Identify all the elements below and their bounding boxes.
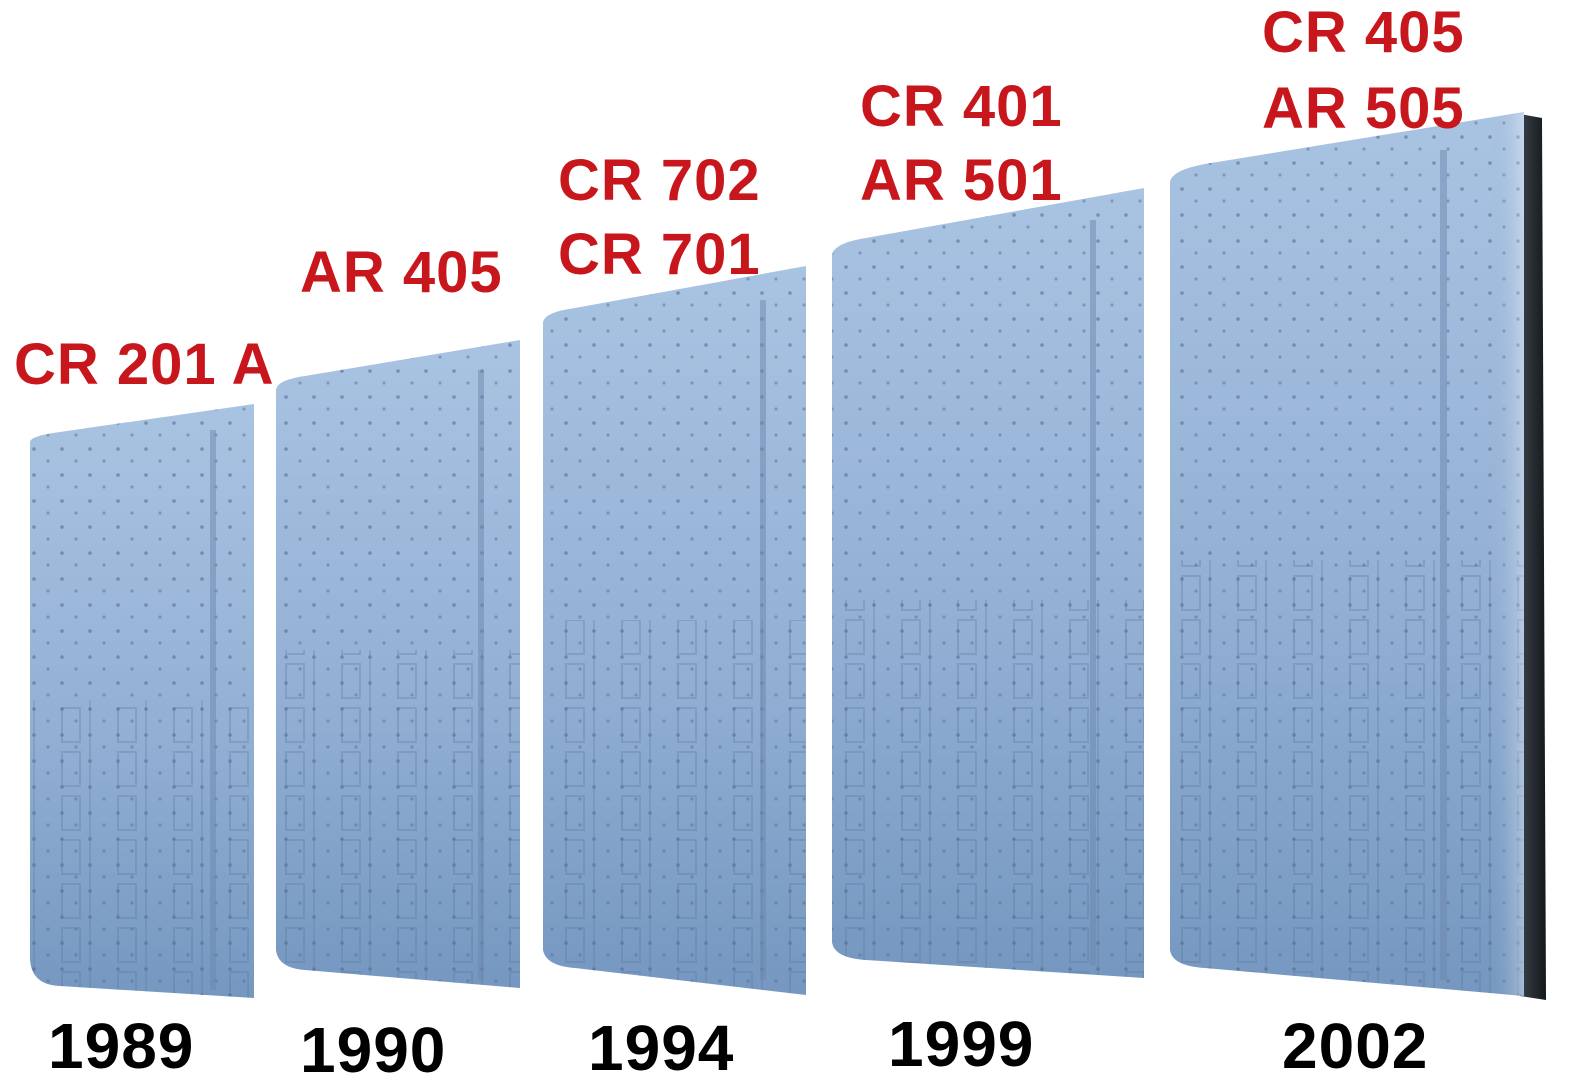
code-label-1999-a: CR 401 [860, 74, 1063, 139]
panel-1989 [30, 404, 254, 998]
code-label-2002-a: CR 405 [1262, 0, 1465, 65]
code-label-1994-b: CR 701 [558, 222, 761, 287]
panel-1999 [832, 188, 1144, 978]
year-label-2002: 2002 [1282, 1010, 1429, 1082]
code-label-1990: AR 405 [300, 240, 503, 305]
panel-1990 [276, 340, 520, 988]
code-label-1999-b: AR 501 [860, 148, 1063, 213]
code-label-1994-a: CR 702 [558, 148, 761, 213]
year-label-1994: 1994 [588, 1012, 735, 1084]
panel-2002 [1170, 112, 1546, 1000]
year-label-1999: 1999 [888, 1008, 1035, 1080]
panel-1994 [543, 266, 806, 995]
code-label-2002-b: AR 505 [1262, 76, 1465, 141]
year-label-1990: 1990 [300, 1014, 447, 1086]
code-label-1989: CR 201 A [14, 332, 275, 397]
year-label-1989: 1989 [48, 1010, 195, 1082]
